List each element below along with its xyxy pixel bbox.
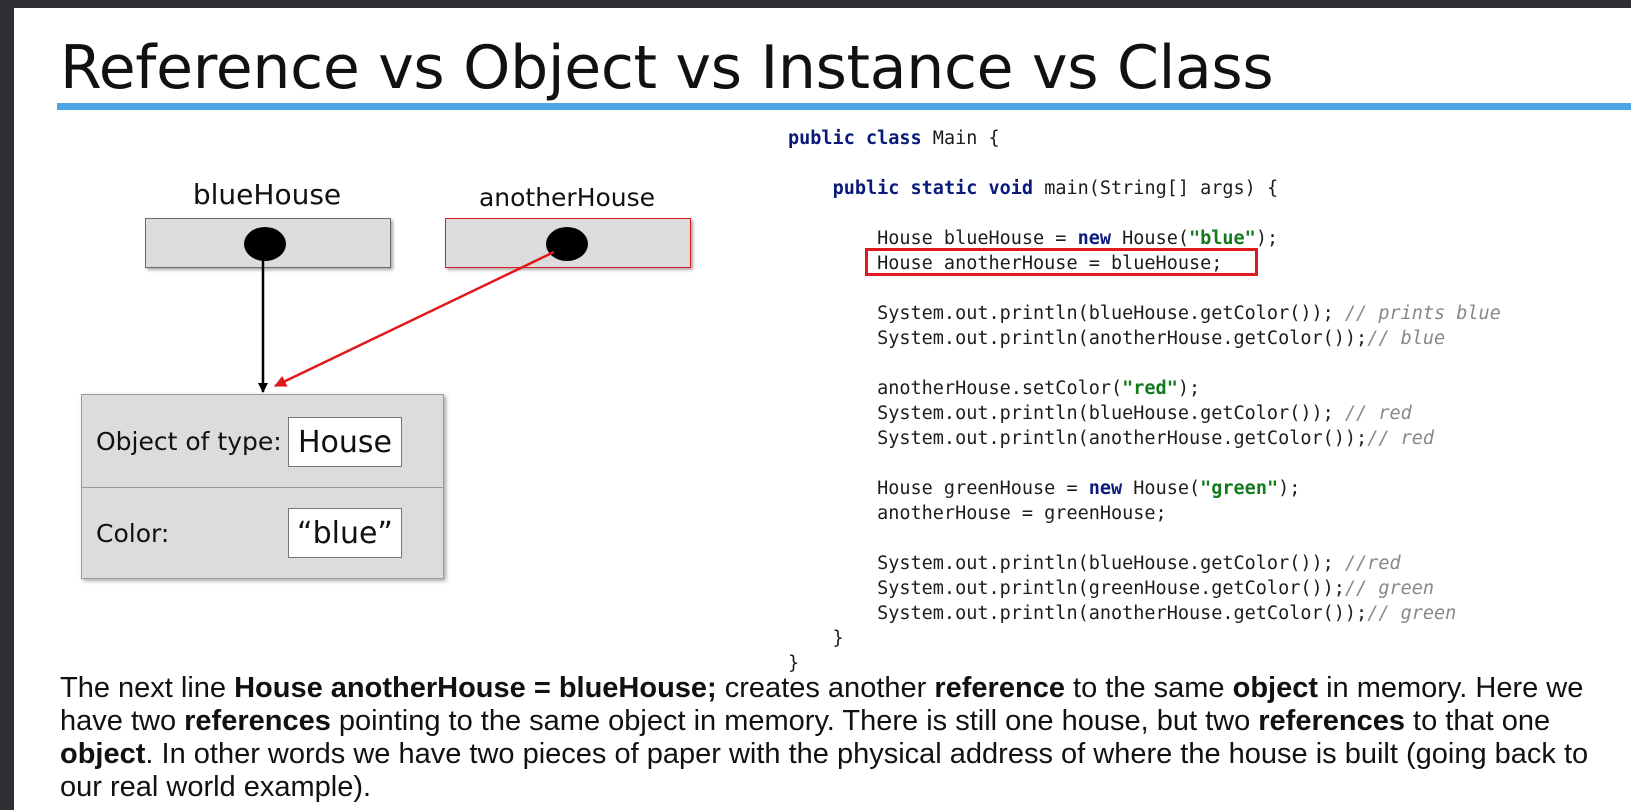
code-blank-line — [788, 351, 1501, 376]
reference-box-anotherhouse — [445, 218, 691, 268]
code-blank-line — [788, 201, 1501, 226]
slide-title: Reference vs Object vs Instance vs Class — [60, 33, 1274, 103]
color-field-value: “blue” — [288, 508, 402, 558]
code-blank-line — [788, 151, 1501, 176]
code-line: System.out.println(blueHouse.getColor())… — [788, 303, 1501, 324]
code-line: System.out.println(blueHouse.getColor())… — [788, 403, 1412, 424]
object-type-value: House — [288, 417, 402, 467]
color-field-label: Color: — [96, 519, 170, 548]
code-line: public class Main { — [788, 128, 1000, 149]
code-line-highlighted: House anotherHouse = blueHouse; — [788, 253, 1223, 274]
code-line: House blueHouse = new House("blue"); — [788, 228, 1279, 249]
code-line: System.out.println(anotherHouse.getColor… — [788, 328, 1446, 349]
code-blank-line — [788, 451, 1501, 476]
code-blank-line — [788, 276, 1501, 301]
object-type-label: Object of type: — [96, 427, 282, 456]
object-divider — [82, 487, 443, 488]
code-line: System.out.println(greenHouse.getColor()… — [788, 578, 1435, 599]
code-line: System.out.println(blueHouse.getColor())… — [788, 553, 1401, 574]
reference-box-bluehouse — [145, 218, 391, 268]
code-line: System.out.println(anotherHouse.getColor… — [788, 428, 1435, 449]
explanation-paragraph: The next line House anotherHouse = blueH… — [60, 672, 1589, 803]
code-blank-line — [788, 526, 1501, 551]
title-underline — [57, 103, 1631, 110]
reference-pointer-dot — [244, 227, 286, 261]
highlight-box — [865, 248, 1258, 276]
arrow-anotherhouse-to-object — [274, 250, 555, 388]
code-line: public static void main(String[] args) { — [832, 178, 1279, 199]
reference-pointer-dot — [546, 227, 588, 261]
ref-label-bluehouse: blueHouse — [192, 178, 342, 211]
code-line: } — [788, 653, 800, 674]
code-listing: public class Main { public static void m… — [788, 126, 1501, 676]
house-object-box: Object of type: House Color: “blue” — [81, 394, 444, 579]
code-line: anotherHouse.setColor("red"); — [788, 378, 1201, 399]
code-line: System.out.println(anotherHouse.getColor… — [788, 603, 1457, 624]
code-line: } — [788, 628, 844, 649]
ref-label-anotherhouse: anotherHouse — [478, 183, 656, 212]
slide: Reference vs Object vs Instance vs Class… — [14, 8, 1631, 810]
code-line: House greenHouse = new House("green"); — [788, 478, 1301, 499]
code-line: anotherHouse = greenHouse; — [788, 503, 1167, 524]
